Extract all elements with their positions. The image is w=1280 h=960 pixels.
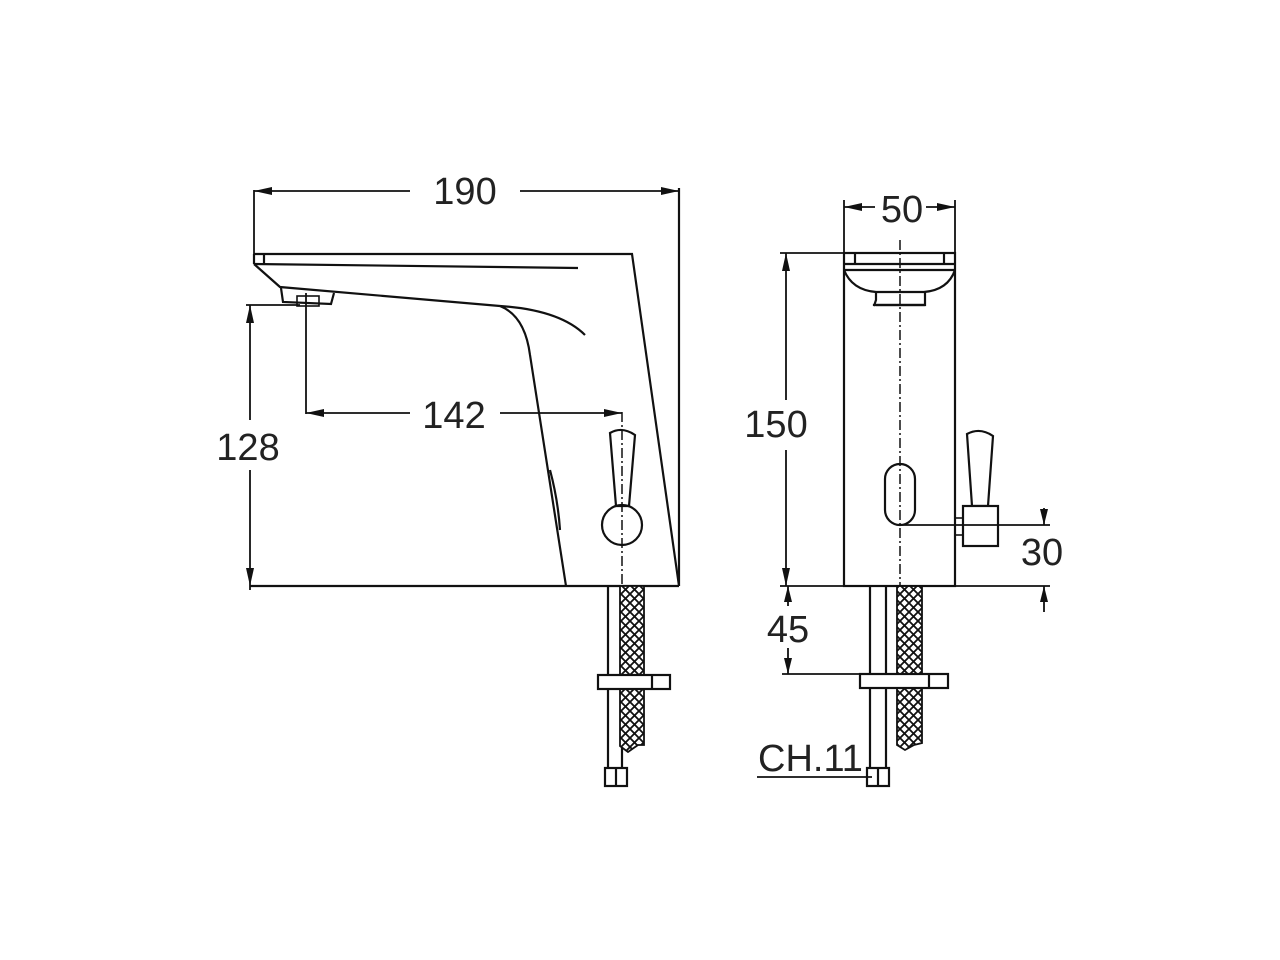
dimension-150-label: 150 [744,404,807,446]
side-view: 190 142 128 [216,171,681,788]
front-hoses [858,585,950,788]
side-body-outline [250,188,681,588]
dimension-190: 190 [253,171,679,254]
dimension-150: 150 [744,252,844,586]
front-lever [955,429,1000,548]
dimension-50: 50 [843,189,956,253]
side-hoses [596,585,672,788]
dimension-45-label: 45 [767,609,809,651]
dimension-142-label: 142 [422,395,485,437]
dimension-45: 45 [767,586,860,675]
dimension-142: 142 [305,293,622,437]
dimension-50-label: 50 [881,189,923,231]
dimension-190-label: 190 [433,171,496,213]
hose-nut-label: CH.11 [758,738,863,780]
dimension-30: 30 [900,508,1063,612]
hose-nut-callout: CH.11 [757,738,872,780]
dimension-128: 128 [216,304,300,590]
dimension-30-label: 30 [1021,532,1063,574]
dimension-128-label: 128 [216,427,279,469]
front-view: 50 150 30 45 [744,189,1063,788]
